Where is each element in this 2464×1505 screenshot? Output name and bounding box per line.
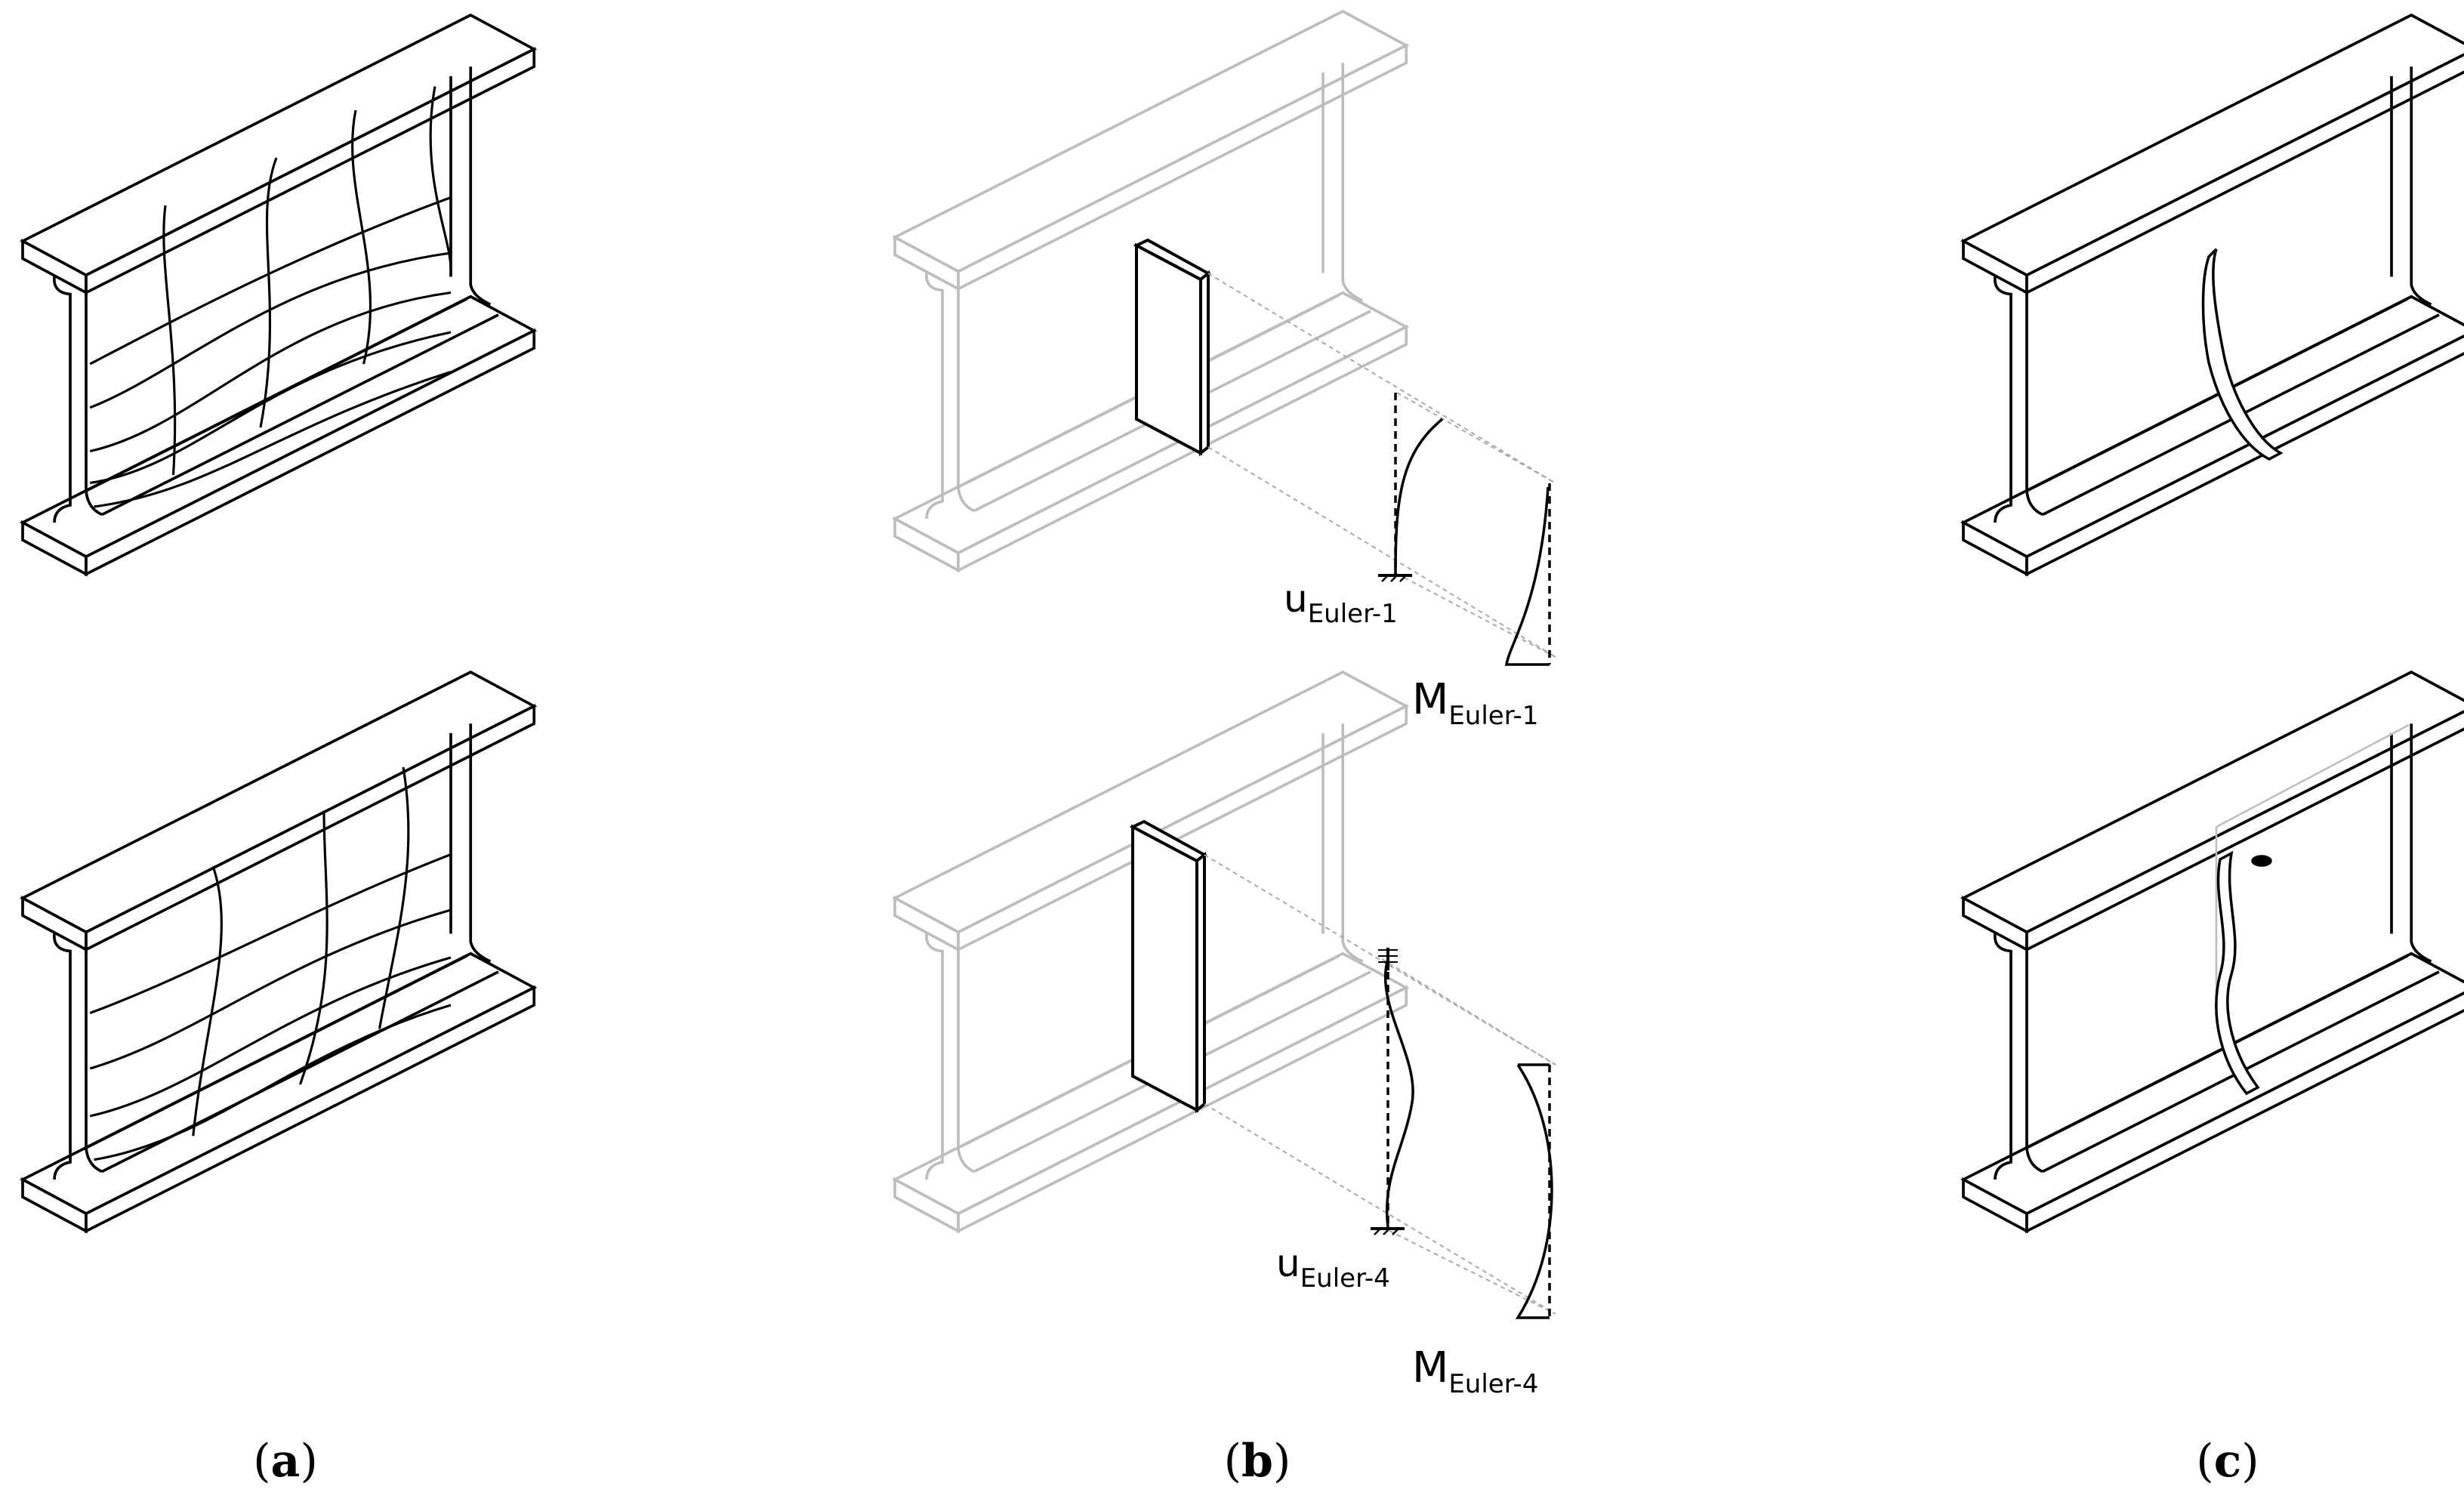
panel-b-bottom-projection xyxy=(1204,854,1556,1315)
panel-c-bottom-stiffener xyxy=(2215,850,2272,1096)
web-buckling-mesh-a2 xyxy=(89,766,452,1161)
caption-b: (b) xyxy=(1224,1435,1291,1488)
caption-c: (c) xyxy=(2196,1435,2259,1488)
panel-c-bottom-beam xyxy=(1962,671,2464,1233)
panel-c-top-stiffener xyxy=(2201,248,2284,461)
label-u-euler-4: uEuler-4 xyxy=(1276,1241,1390,1294)
web-buckling-mesh-a1 xyxy=(89,86,452,508)
panel-a-top-beam xyxy=(21,14,536,576)
panel-b-bottom-stiffener xyxy=(1129,819,1207,1114)
euler-1-diagram xyxy=(1378,393,1551,666)
label-u-euler-1: uEuler-1 xyxy=(1284,577,1398,629)
euler-4-diagram xyxy=(1371,948,1553,1319)
label-m-euler-4: MEuler-4 xyxy=(1412,1343,1538,1399)
label-m-euler-1: MEuler-1 xyxy=(1412,675,1538,731)
panel-a-bottom-beam xyxy=(21,671,536,1233)
panel-c-bottom-ghost xyxy=(2215,723,2410,1004)
panel-b-top-stiffener xyxy=(1133,238,1211,457)
panel-b-top-projection xyxy=(1207,273,1556,658)
caption-a: (a) xyxy=(253,1435,318,1488)
